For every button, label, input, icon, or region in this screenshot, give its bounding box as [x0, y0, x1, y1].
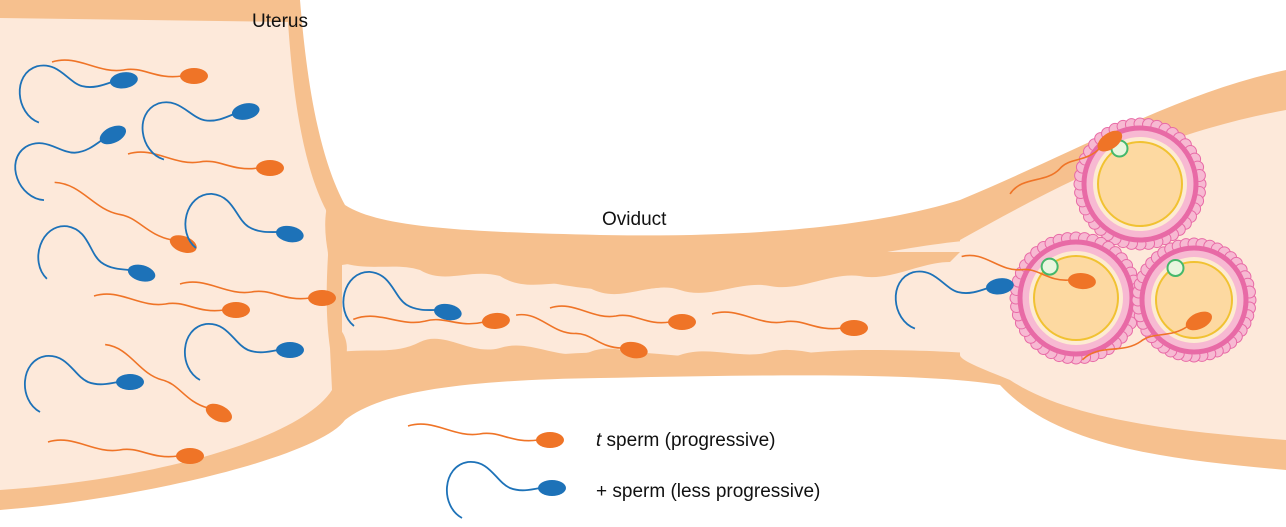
- t-sperm-head: [840, 320, 868, 336]
- plus-sperm-tail: [447, 462, 540, 518]
- t-sperm-head: [668, 314, 696, 330]
- legend-t-text: sperm (progressive): [601, 430, 775, 451]
- legend: t sperm (progressive) + sperm (less prog…: [408, 424, 820, 518]
- t-sperm-head: [536, 432, 564, 448]
- plus-sperm-head: [276, 342, 304, 358]
- t-sperm-head: [308, 290, 336, 306]
- uterus-label: Uterus: [252, 11, 308, 32]
- plus-sperm-head: [538, 480, 566, 496]
- t-sperm-tail: [408, 424, 538, 441]
- t-sperm-head: [176, 448, 204, 464]
- legend-t-sperm-symbol: [408, 424, 564, 448]
- plus-sperm-head: [116, 374, 144, 390]
- polar-body: [1042, 259, 1058, 275]
- t-sperm-head: [222, 302, 250, 318]
- oocyte: [1098, 142, 1182, 226]
- oviduct-label: Oviduct: [602, 209, 667, 230]
- legend-plus-sperm-symbol: [447, 462, 566, 518]
- t-sperm-head: [180, 68, 208, 84]
- polar-body: [1168, 260, 1184, 276]
- legend-t-sperm-label: t sperm (progressive): [596, 430, 776, 451]
- uterus-lumen: [0, 18, 332, 490]
- legend-plus-sperm-label: + sperm (less progressive): [596, 481, 820, 502]
- legend-t-sperm: [408, 424, 564, 448]
- legend-plus-sperm: [447, 462, 566, 518]
- t-sperm-head: [256, 160, 284, 176]
